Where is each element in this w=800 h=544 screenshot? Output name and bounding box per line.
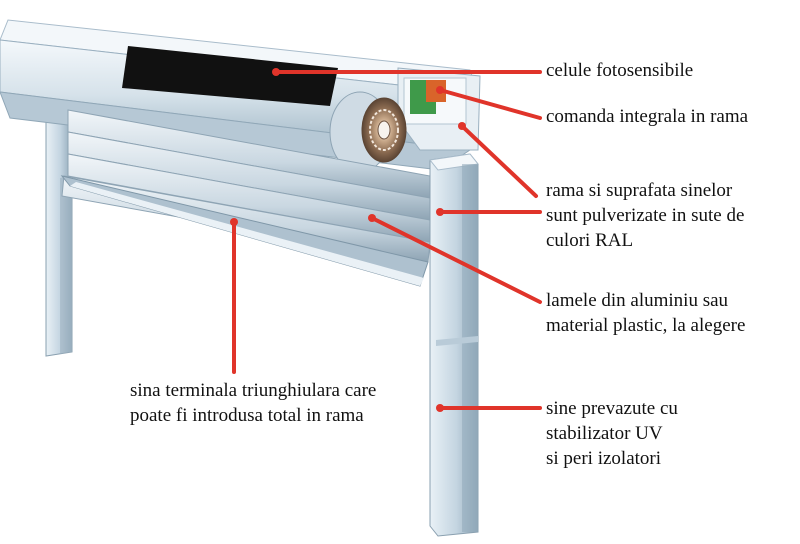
callout-line-rama-corner (460, 124, 538, 198)
sensor-window (122, 46, 338, 106)
callout-text: stabilizator UV (546, 423, 663, 444)
callout-text: sina terminala triunghiulara care (130, 380, 377, 401)
callout-dot-lamele (368, 214, 376, 222)
callout-line-comanda (438, 88, 542, 120)
right-guide-rail (429, 153, 479, 537)
callout-dot-rama-corner (458, 122, 466, 130)
callout-text: celule fotosensibile (546, 60, 694, 81)
callout-dots (230, 68, 466, 412)
callout-text: lamele din aluminiu sau (546, 290, 729, 311)
callout-text: si peri izolatori (546, 448, 662, 469)
callout-label-celule: celule fotosensibile (546, 58, 693, 83)
callout-dot-celule (272, 68, 280, 76)
callout-line-lamele (370, 216, 542, 304)
callout-label-comanda: comanda integrala in rama (546, 104, 748, 129)
callout-dot-sina-terminala (230, 218, 238, 226)
callout-dot-comanda (436, 86, 444, 94)
callout-label-sina-terminala: sina terminala triunghiulara care poate … (130, 378, 376, 428)
callout-text: sine prevazute cu (546, 398, 678, 419)
callout-label-lamele: lamele din aluminiu sau material plastic… (546, 288, 745, 338)
callout-dot-rama (436, 208, 444, 216)
callout-text: rama si suprafata sinelor (546, 180, 733, 201)
callout-text: comanda integrala in rama (546, 106, 749, 127)
callout-label-rama: rama si suprafata sinelor sunt pulveriza… (546, 178, 744, 253)
callout-label-sine: sine prevazute cu stabilizator UV si per… (546, 396, 678, 471)
callout-text: culori RAL (546, 230, 634, 251)
callout-text: sunt pulverizate in sute de (546, 205, 745, 226)
callout-lines (232, 70, 542, 410)
left-side-rail (45, 95, 73, 357)
callout-text: material plastic, la alegere (546, 315, 746, 336)
shutter-slats (60, 109, 431, 287)
callout-text: poate fi introdusa total in rama (130, 405, 364, 426)
control-module (426, 80, 446, 102)
shutter-roll (329, 91, 407, 173)
callout-dot-sine (436, 404, 444, 412)
